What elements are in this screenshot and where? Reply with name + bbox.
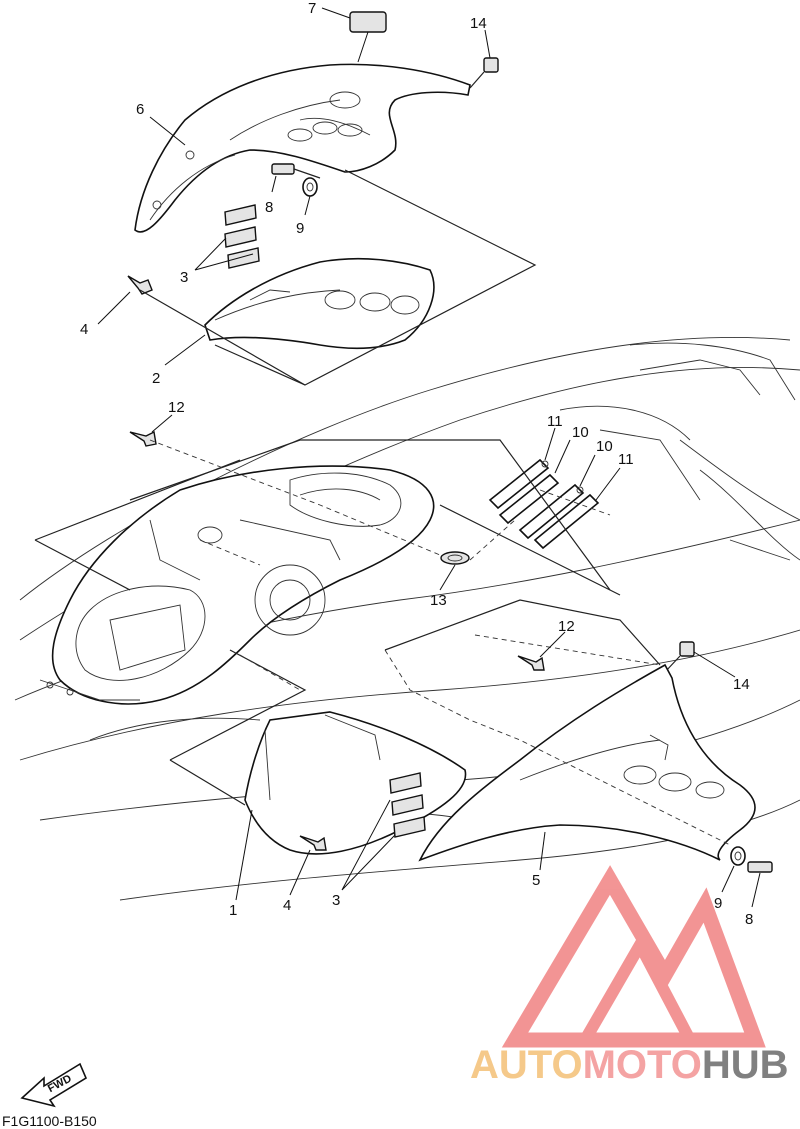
rivet-12-lower (517, 655, 545, 671)
watermark-logo (501, 865, 766, 1048)
part-5-side-cover (418, 663, 756, 862)
watermark-auto: AUTO (470, 1043, 583, 1087)
watermark-moto: MOTO (583, 1043, 702, 1087)
callout-3-lower: 3 (332, 892, 340, 909)
callout-4-top: 4 (80, 321, 88, 338)
callout-9-top: 9 (296, 220, 304, 237)
callout-12-top: 12 (168, 399, 185, 416)
callout-6: 6 (136, 101, 144, 118)
callout-14-top: 14 (470, 15, 487, 32)
part-1-lower-cover (244, 711, 467, 855)
callout-8-top: 8 (265, 199, 273, 216)
callout-9-lower: 9 (714, 895, 722, 912)
rivet-4-top (127, 275, 153, 295)
callout-10-left: 10 (572, 424, 589, 441)
callout-8-lower: 8 (745, 911, 753, 928)
callout-11-left: 11 (547, 413, 563, 430)
link-parts-10-11 (488, 458, 600, 550)
callout-3-top: 3 (180, 269, 188, 286)
deck-center (39, 465, 435, 705)
watermark-text: AUTOMOTOHUB (470, 1043, 789, 1087)
watermark-hub: HUB (702, 1043, 789, 1087)
part-3-pads-top (224, 204, 260, 269)
part-2-liner (204, 257, 435, 350)
washer-9-top (302, 177, 318, 197)
part-7-clip (349, 11, 387, 63)
watermark-inner-icon (579, 932, 696, 1044)
callout-10-right: 10 (596, 438, 613, 455)
washer-9-lower (730, 846, 746, 866)
assembly-lines (34, 169, 731, 846)
callout-5: 5 (532, 872, 540, 889)
leader-lines (97, 7, 761, 908)
callout-12-lower: 12 (558, 618, 575, 635)
diagram-code: F1G1100-B150 (2, 1113, 97, 1129)
bolt-8-lower (747, 861, 773, 873)
part-6-rear-cover (134, 63, 471, 233)
rivet-12-top (129, 430, 157, 447)
bolt-14-lower (664, 641, 695, 673)
callout-7: 7 (308, 0, 316, 17)
callout-1: 1 (229, 902, 237, 919)
callout-13: 13 (430, 592, 447, 609)
callout-11-right: 11 (618, 451, 634, 468)
callout-14-lower: 14 (733, 676, 750, 693)
watermark-triangle-icon (501, 865, 766, 1048)
bolt-14-top (469, 57, 499, 89)
bolt-8-top (271, 163, 321, 179)
callout-labels: 7 14 6 8 9 3 4 2 12 11 10 10 11 13 12 14… (80, 0, 753, 928)
callout-4-lower: 4 (283, 897, 291, 914)
callout-2: 2 (152, 370, 160, 387)
svg-text:AUTOMOTOHUB: AUTOMOTOHUB (470, 1043, 789, 1087)
fwd-arrow: FWD (20, 1062, 88, 1108)
part-13-grommet (440, 551, 470, 565)
rivet-4-lower (299, 835, 327, 851)
